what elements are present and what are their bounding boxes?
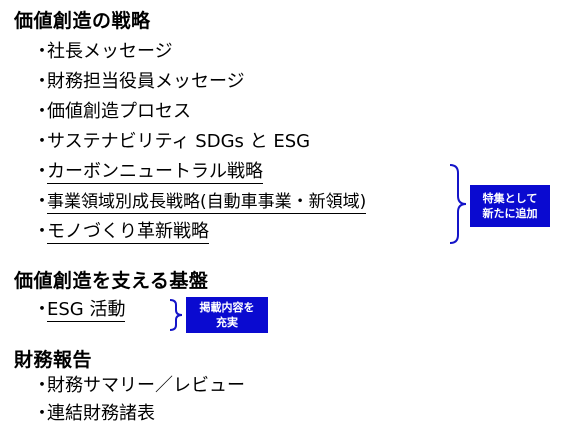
item-label: ESG 活動 [47, 299, 126, 322]
list-item: ・カーボンニュートラル戦略 [33, 160, 263, 184]
list-item: ・財務サマリー／レビュー [33, 374, 245, 398]
callout-line: 新たに追加 [482, 207, 538, 220]
bullet: ・ [33, 299, 51, 320]
brace-icon [169, 299, 183, 331]
bullet: ・ [33, 71, 51, 92]
bullet: ・ [33, 403, 51, 424]
list-item: ・財務担当役員メッセージ [33, 70, 245, 94]
bullet: ・ [33, 191, 51, 212]
brace-icon [449, 164, 467, 244]
item-label: 価値創造プロセス [47, 101, 191, 122]
list-item: ・事業領域別成長戦略(自動車事業・新領域) [33, 190, 367, 214]
list-item: ・サステナビリティ SDGs と ESG [33, 130, 310, 154]
section-heading-foundation: 価値創造を支える基盤 [14, 270, 209, 292]
item-label: 社長メッセージ [47, 41, 173, 62]
list-item: ・社長メッセージ [33, 40, 173, 64]
callout-line: 掲載内容を [199, 301, 255, 314]
item-label: カーボンニュートラル戦略 [47, 161, 263, 184]
item-label: 事業領域別成長戦略(自動車事業・新領域) [47, 192, 367, 214]
bullet: ・ [33, 375, 51, 396]
callout-line: 特集として [482, 192, 538, 205]
bullet: ・ [33, 131, 51, 152]
section-heading-financial: 財務報告 [14, 349, 93, 371]
item-label: モノづくり革新戦略 [47, 221, 209, 244]
list-item: ・価値創造プロセス [33, 100, 191, 124]
callout-badge: 掲載内容を 充実 [186, 297, 268, 333]
item-label: 連結財務諸表 [47, 403, 155, 424]
bullet: ・ [33, 41, 51, 62]
bullet: ・ [33, 101, 51, 122]
list-item: ・連結財務諸表 [33, 402, 155, 426]
list-item: ・モノづくり革新戦略 [33, 220, 209, 244]
list-item: ・ESG 活動 [33, 298, 126, 322]
bullet: ・ [33, 161, 51, 182]
callout-line: 充実 [216, 316, 238, 329]
item-label: 財務サマリー／レビュー [47, 375, 245, 396]
bullet: ・ [33, 221, 51, 242]
callout-badge: 特集として 新たに追加 [470, 185, 550, 227]
item-label: 財務担当役員メッセージ [47, 71, 245, 92]
item-label: サステナビリティ SDGs と ESG [47, 131, 311, 152]
section-heading-strategy: 価値創造の戦略 [14, 10, 151, 32]
